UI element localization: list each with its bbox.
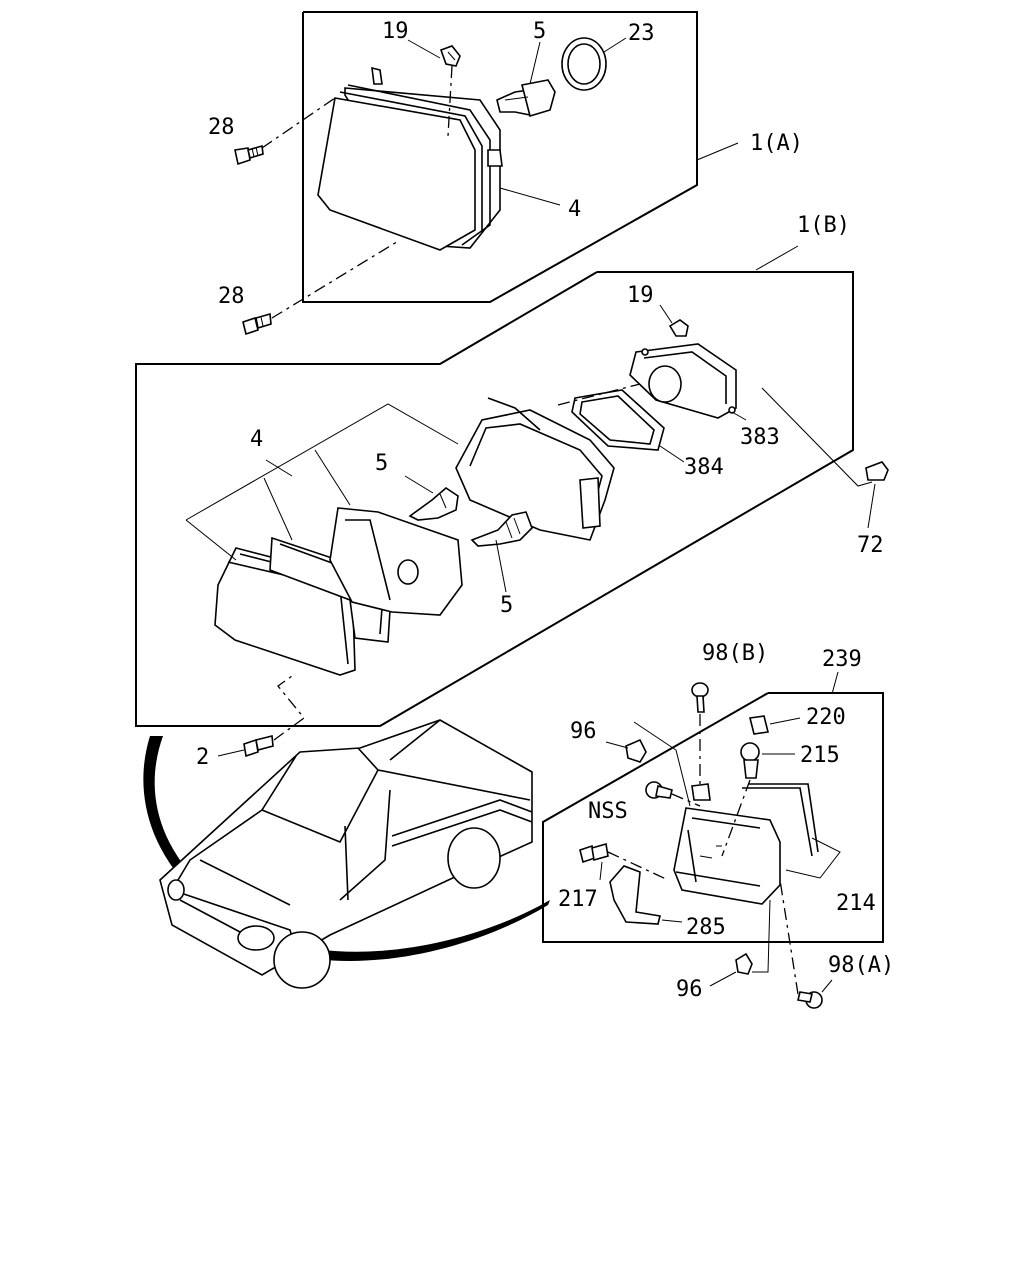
bulb-220-icon xyxy=(749,715,769,735)
callout-28-top: 28 xyxy=(208,115,235,140)
screw-2-icon xyxy=(243,734,274,758)
callout-214: 214 xyxy=(836,891,876,916)
clip-19b-icon xyxy=(668,319,689,337)
screw-98a-icon xyxy=(797,991,823,1009)
cover-383-icon xyxy=(629,343,737,419)
screw-28b-icon xyxy=(242,312,272,336)
assembly-239-frame xyxy=(542,692,884,943)
clip-96b-icon xyxy=(735,952,753,975)
callout-96-bottom: 96 xyxy=(676,977,703,1002)
callout-72: 72 xyxy=(857,533,884,558)
callout-215: 215 xyxy=(800,743,840,768)
seal-ring-23-icon xyxy=(561,37,607,91)
screw-98b-icon xyxy=(691,682,709,713)
callout-19-mid: 19 xyxy=(627,283,654,308)
callout-384: 384 xyxy=(684,455,724,480)
callout-23: 23 xyxy=(628,21,655,46)
callout-98b: 98(B) xyxy=(702,641,768,666)
callout-5-top: 5 xyxy=(533,19,546,44)
nss-bolt-icon xyxy=(645,781,673,799)
clip-19-icon xyxy=(439,45,461,67)
callout-98a: 98(A) xyxy=(828,953,894,978)
screw-28-icon xyxy=(234,144,264,166)
gasket-384-icon xyxy=(571,389,665,451)
callout-nss: NSS xyxy=(588,799,628,824)
callout-239: 239 xyxy=(822,647,862,672)
callout-383: 383 xyxy=(740,425,780,450)
callout-28-bottom: 28 xyxy=(218,284,245,309)
callout-220: 220 xyxy=(806,705,846,730)
callout-217: 217 xyxy=(558,887,598,912)
headlamp-unit-1a xyxy=(317,66,503,251)
callout-19-top: 19 xyxy=(382,19,409,44)
callout-285: 285 xyxy=(686,915,726,940)
clip-72-icon xyxy=(865,461,889,481)
bracket-285-icon xyxy=(609,865,661,925)
bulb-5b-icon xyxy=(408,486,459,521)
headlamp-housing-1b xyxy=(455,397,615,541)
corner-lamp-lens-icon xyxy=(673,807,781,905)
callout-4-top: 4 xyxy=(568,197,581,222)
assembly-1a-frame xyxy=(302,11,698,303)
callout-1b: 1(B) xyxy=(797,213,850,238)
bulb-5-icon xyxy=(496,79,556,118)
clip-96-icon xyxy=(625,738,647,763)
headlamp-unit-1b-lens xyxy=(214,507,463,676)
callout-96-top: 96 xyxy=(570,719,597,744)
callout-2: 2 xyxy=(196,745,209,770)
bulb-5c-icon xyxy=(470,511,533,547)
callout-5-lower: 5 xyxy=(500,593,513,618)
callout-1a: 1(A) xyxy=(750,131,803,156)
callout-4-mid: 4 xyxy=(250,427,263,452)
callout-5-mid: 5 xyxy=(375,451,388,476)
assembly-1b-frame xyxy=(135,271,854,727)
pickup-truck-illustration xyxy=(143,719,550,989)
socket-215-icon xyxy=(740,742,760,779)
screw-217-icon xyxy=(579,842,609,864)
